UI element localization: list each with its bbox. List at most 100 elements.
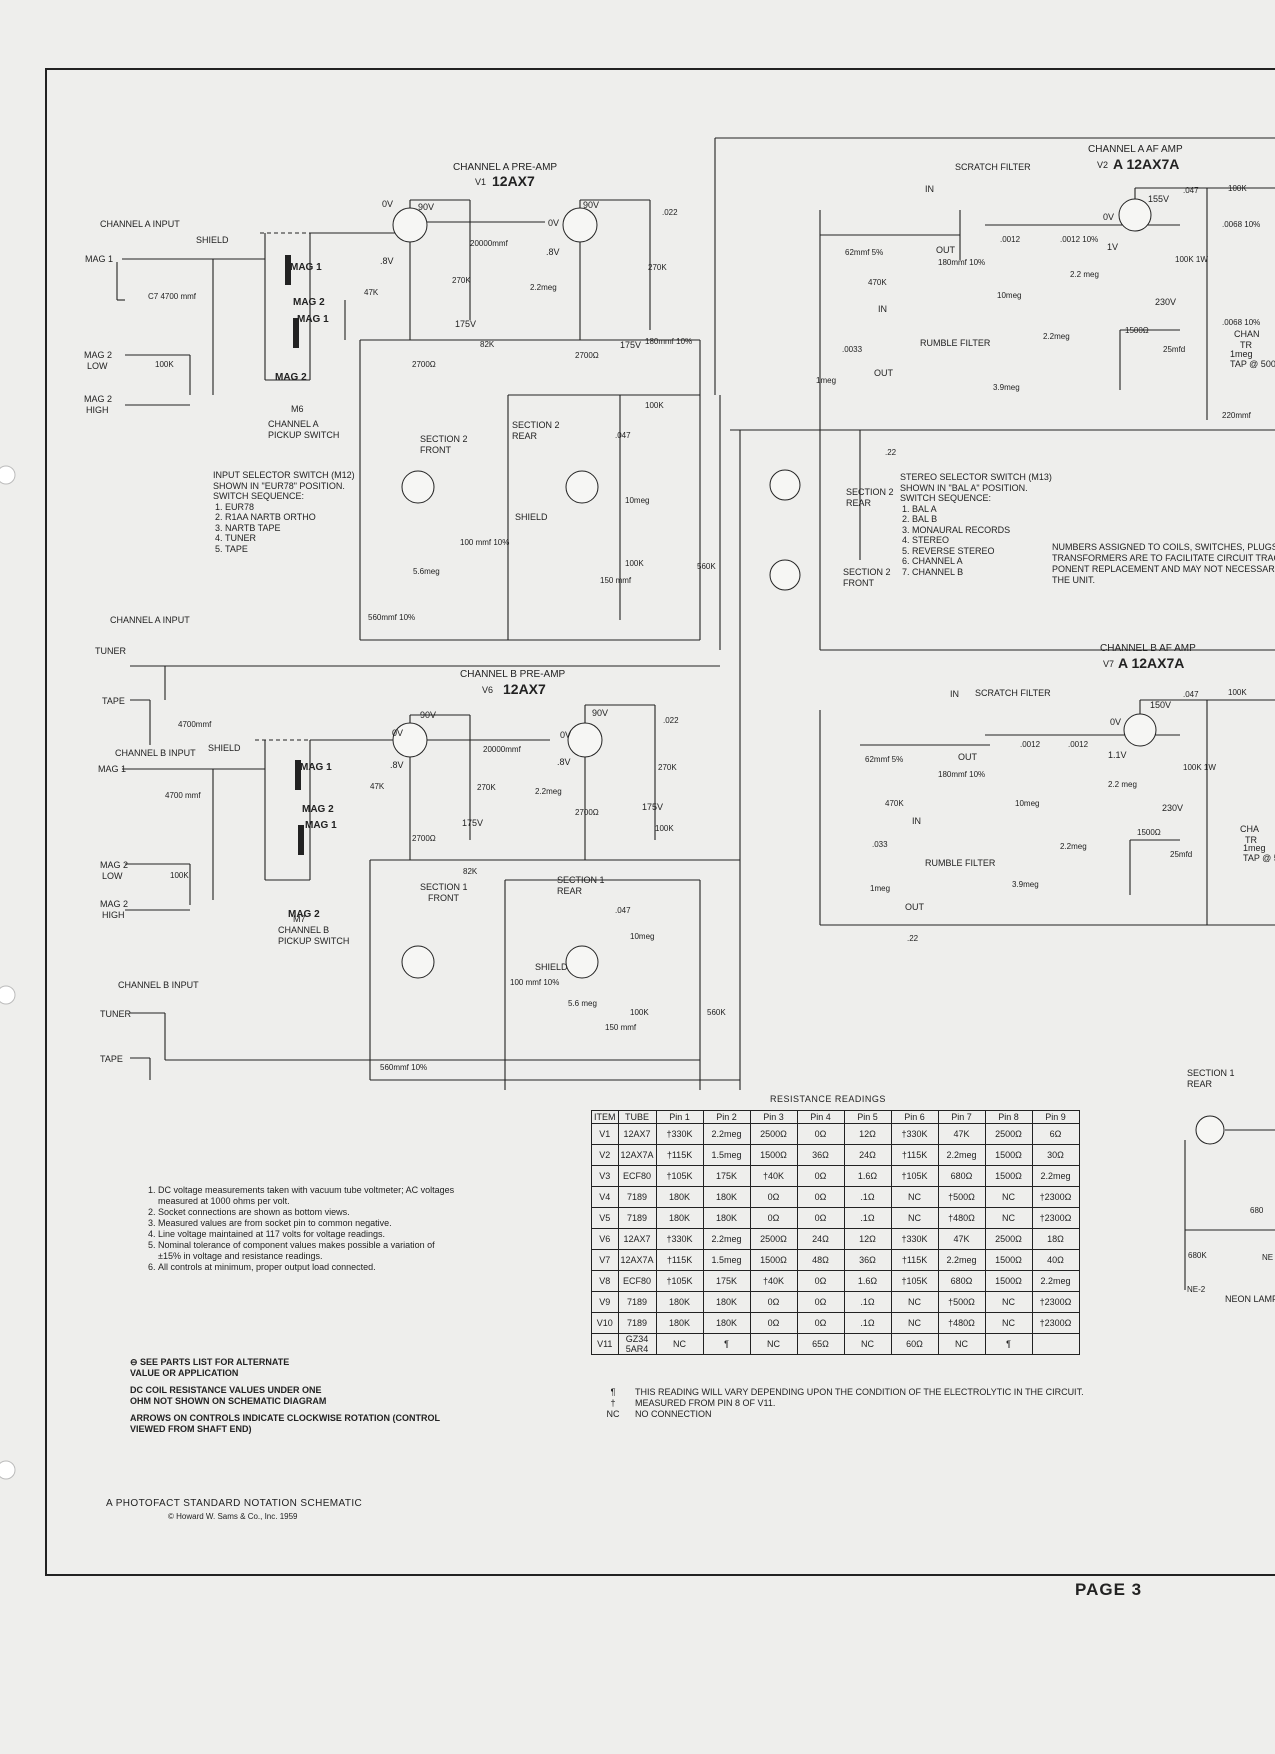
chA-shield-label: SHIELD: [196, 235, 229, 245]
table-cell: NC: [984, 1291, 1033, 1313]
m3-value: NE-2: [1187, 1285, 1206, 1294]
table-cell: 24Ω: [796, 1228, 845, 1250]
chB-sw-mag1: MAG 1: [300, 762, 332, 773]
c14-value: .047: [615, 431, 631, 440]
r67-value: 1meg: [870, 884, 890, 893]
r55-value: 47K: [370, 782, 385, 791]
switch-labels: SECTION 2 FRONT SECTION 2 REAR SECTION 1…: [420, 420, 1235, 1089]
table-cell: 1.5meg: [702, 1144, 751, 1166]
r72-value: 2.2 meg: [1108, 780, 1137, 789]
stereo-seq-item: BAL A: [912, 504, 1052, 515]
v1b-cathode-voltage: .8V: [546, 247, 560, 257]
v1b-grid-voltage: 0V: [548, 218, 559, 228]
table-cell: 60Ω: [890, 1333, 939, 1355]
r28-value: 2.2 meg: [1070, 270, 1099, 279]
table-cell: 1500Ω: [984, 1144, 1033, 1166]
m13-sec2-rear-b: REAR: [846, 498, 872, 508]
c47-value: 180mmf 10%: [938, 770, 985, 779]
table-cell: 12Ω: [843, 1228, 892, 1250]
chB-rumble-out: OUT: [905, 902, 925, 912]
resistance-header-cell: Pin 4: [796, 1110, 845, 1124]
table-cell: 0Ω: [796, 1165, 845, 1187]
v6-b-plus-voltage: 175V: [462, 818, 483, 828]
table-cell: 2.2meg: [1031, 1165, 1080, 1187]
v6-pin-voltage: 0V: [392, 728, 403, 738]
table-cell: 180K: [702, 1291, 751, 1313]
chB-mag2-high: MAG 2: [100, 899, 128, 909]
table-cell: 680Ω: [937, 1270, 986, 1292]
c41-value: .022: [663, 716, 679, 725]
chan-tr-b: CHA: [1240, 824, 1259, 834]
table-cell: ¶: [984, 1333, 1033, 1355]
neon-lamps-label: NEON LAMPS: [1225, 1294, 1275, 1304]
chA-scratch-out: OUT: [936, 245, 956, 255]
table-cell: 2.2meg: [702, 1123, 751, 1145]
chB-shield-label: SHIELD: [208, 743, 241, 753]
table-cell: 47K: [937, 1228, 986, 1250]
resistance-header-cell: Pin 3: [749, 1110, 798, 1124]
note-item: Line voltage maintained at 117 volts for…: [158, 1229, 458, 1240]
r73-value: 100K 1W: [1183, 763, 1216, 772]
c20-value: .0012: [1000, 235, 1021, 244]
table-cell: 36Ω: [843, 1249, 892, 1271]
stereo-seq-item: MONAURAL RECORDS: [912, 525, 1052, 536]
table-cell: ECF80: [617, 1165, 657, 1187]
table-cell: .1Ω: [843, 1312, 892, 1334]
v7-b-plus-voltage: 230V: [1162, 803, 1183, 813]
resistance-header-cell: ITEM: [591, 1110, 619, 1124]
table-cell: 12AX7A: [617, 1249, 657, 1271]
v6b-plate-voltage: 90V: [592, 708, 608, 718]
table-cell: V2: [591, 1144, 619, 1166]
table-cell: 0Ω: [796, 1207, 845, 1229]
r22-value: 100K: [645, 401, 664, 410]
m6-label: M6: [291, 404, 304, 414]
v6-label: V6: [482, 685, 493, 695]
chA-rumble-in: IN: [878, 304, 887, 314]
table-cell: 0Ω: [749, 1291, 798, 1313]
c48-value: .0012: [1020, 740, 1041, 749]
footnote: ARROWS ON CONTROLS INDICATE CLOCKWISE RO…: [130, 1413, 440, 1434]
c9-value: 20000mmf: [470, 239, 509, 248]
c11-value: 150 mmf: [600, 576, 632, 585]
c50-value: .047: [1183, 690, 1199, 699]
table-cell: 7189: [617, 1291, 657, 1313]
table-cell: NC: [749, 1333, 798, 1355]
table-cell: 1500Ω: [749, 1249, 798, 1271]
c3c-value: 25mfd: [1163, 345, 1185, 354]
r65-value: 2700Ω: [575, 808, 599, 817]
table-cell: 0Ω: [749, 1186, 798, 1208]
chB-sw-mag2b: MAG 2: [288, 909, 320, 920]
chA-mag2-low: MAG 2: [84, 350, 112, 360]
stereo-selector-sequence: STEREO SELECTOR SWITCH (M13) SHOWN IN "B…: [900, 472, 1052, 577]
resistance-header-cell: Pin 1: [655, 1110, 704, 1124]
c37-value: 20000mmf: [483, 745, 522, 754]
page-number: PAGE 3: [1075, 1580, 1143, 1599]
table-cell: ¶: [702, 1333, 751, 1355]
table-cell: NC: [843, 1333, 892, 1355]
chA-af-amp-label: CHANNEL A AF AMP: [1088, 144, 1183, 155]
table-cell: 1500Ω: [984, 1165, 1033, 1187]
chB-mag2-high-b: HIGH: [102, 910, 125, 920]
chB-switch-shield: SHIELD: [535, 962, 568, 972]
c38-value: 560mmf 10%: [380, 1063, 427, 1072]
chA-mag2-high: MAG 2: [84, 394, 112, 404]
page-frame: [45, 68, 1275, 1576]
chB-mag1-label: MAG 1: [98, 764, 126, 774]
chB-sw-mag2: MAG 2: [302, 804, 334, 815]
table-cell: †40K: [749, 1165, 798, 1187]
table-cell: V1: [591, 1123, 619, 1145]
r29-value: 100K 1W: [1175, 255, 1208, 264]
table-cell: 0Ω: [796, 1270, 845, 1292]
table-cell: 40Ω: [1031, 1249, 1080, 1271]
r69-value: 3.9meg: [1012, 880, 1039, 889]
r18-value: 5.6meg: [413, 567, 440, 576]
tap-a: 1meg: [1230, 349, 1253, 359]
v7-cathode-voltage: 1.1V: [1108, 750, 1127, 760]
table-cell: 180K: [655, 1312, 704, 1334]
